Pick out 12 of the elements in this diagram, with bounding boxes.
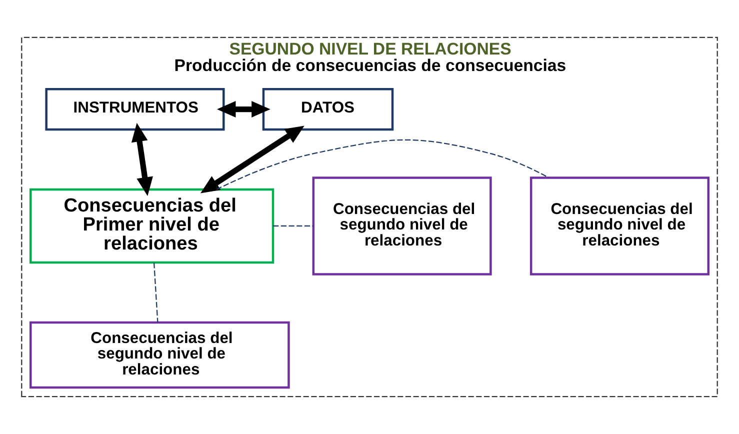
- node-box: Consecuencias del Primer nivel de relaciones: [30, 188, 274, 264]
- node-box: Consecuencias del segundo nivel de relaciones: [30, 321, 290, 389]
- connector: [216, 139, 549, 190]
- arrow: [216, 101, 270, 118]
- connector: [153, 262, 158, 322]
- connector: [273, 225, 314, 227]
- arrow: [131, 122, 153, 196]
- node-box: DATOS: [262, 88, 394, 131]
- node-box: INSTRUMENTOS: [45, 88, 225, 131]
- node-box: Consecuencias del segundo nivel de relaciones: [530, 176, 710, 276]
- node-box: Consecuencias del segundo nivel de relaciones: [312, 176, 492, 276]
- arrow: [200, 126, 304, 194]
